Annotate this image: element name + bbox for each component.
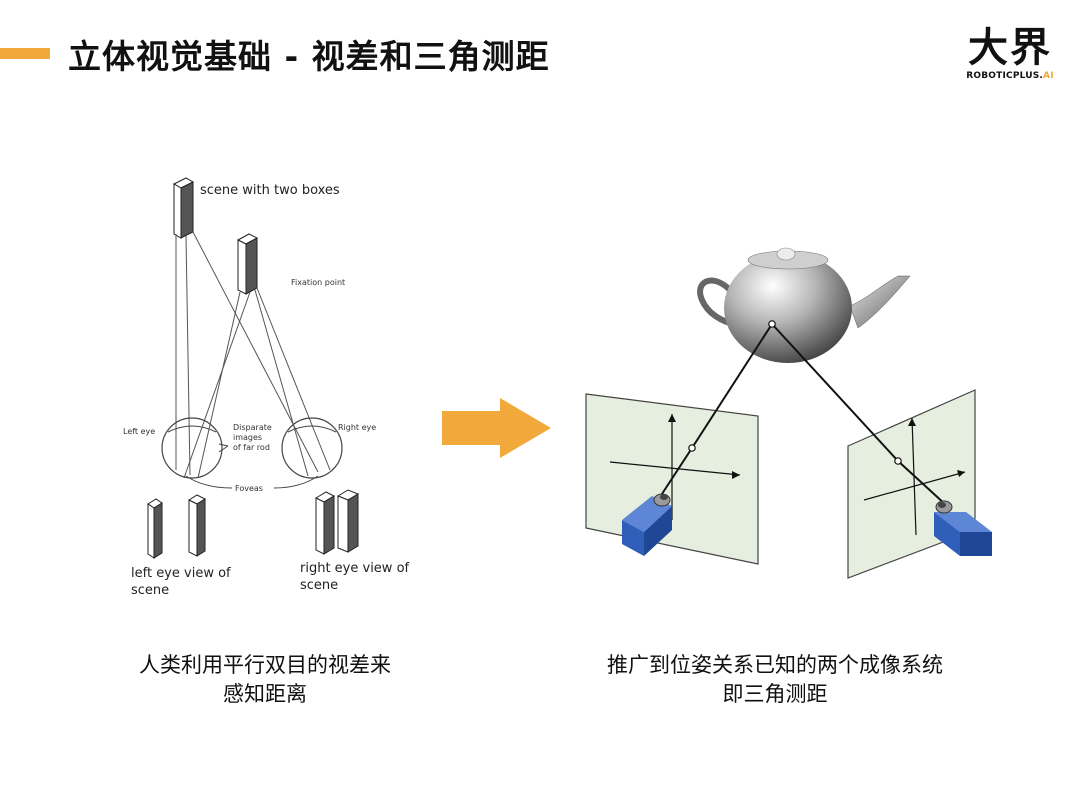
title-accent-bar <box>0 48 50 59</box>
left-eye <box>161 417 223 479</box>
right-eye-view-label-line2: scene <box>300 578 338 593</box>
disparate-label-line2: images <box>233 433 262 442</box>
fixation-point-label: Fixation point <box>291 278 345 287</box>
human-stereo-diagram: scene with two boxes Fixation point Left… <box>123 177 410 598</box>
scene-label: scene with two boxes <box>200 183 340 198</box>
right-eye-label: Right eye <box>338 423 376 432</box>
logo-english-text: ROBOTICPLUS.AI <box>962 71 1058 81</box>
logo-domain-main: ROBOTICPLUS. <box>966 71 1044 81</box>
right-arrow-icon <box>442 398 551 458</box>
logo-chinese-text: 大界 <box>968 25 1052 71</box>
right-caption: 推广到位姿关系已知的两个成像系统 即三角测距 <box>560 651 990 709</box>
disparate-bracket <box>218 443 229 453</box>
object-point <box>768 320 776 328</box>
left-eye-label: Left eye <box>123 427 155 436</box>
brand-logo: 大界 ROBOTICPLUS.AI <box>962 26 1058 81</box>
right-eye-view-label-line1: right eye view of <box>300 561 410 576</box>
right-camera-icon <box>934 500 992 556</box>
left-camera-icon <box>622 493 672 556</box>
foveas-label: Foveas <box>235 484 263 493</box>
logo-domain-accent: AI <box>1043 71 1054 81</box>
triangulation-diagram <box>585 247 992 579</box>
fixation-box <box>236 233 259 295</box>
right-eye <box>281 417 343 479</box>
far-box <box>172 177 195 239</box>
triangulation-rays <box>657 323 947 506</box>
left-image-point <box>688 444 696 452</box>
right-caption-line2: 即三角测距 <box>722 682 828 706</box>
fovea-pointer-lines <box>185 475 319 489</box>
disparate-label-line3: of far rod <box>233 443 270 452</box>
teapot <box>697 247 911 363</box>
page-title: 立体视觉基础 - 视差和三角测距 <box>68 37 550 76</box>
left-caption: 人类利用平行双目的视差来 感知距离 <box>80 651 450 709</box>
right-image-point <box>894 457 902 465</box>
disparate-label-line1: Disparate <box>233 423 272 432</box>
sight-lines <box>175 231 331 479</box>
left-caption-line2: 感知距离 <box>223 682 307 706</box>
left-eye-view-label-line1: left eye view of <box>131 566 231 581</box>
left-eye-view-label-line2: scene <box>131 583 169 598</box>
right-eye-view-boxes <box>314 489 360 555</box>
left-caption-line1: 人类利用平行双目的视差来 <box>139 653 391 677</box>
left-eye-view-boxes <box>147 494 207 559</box>
right-caption-line1: 推广到位姿关系已知的两个成像系统 <box>607 653 943 677</box>
